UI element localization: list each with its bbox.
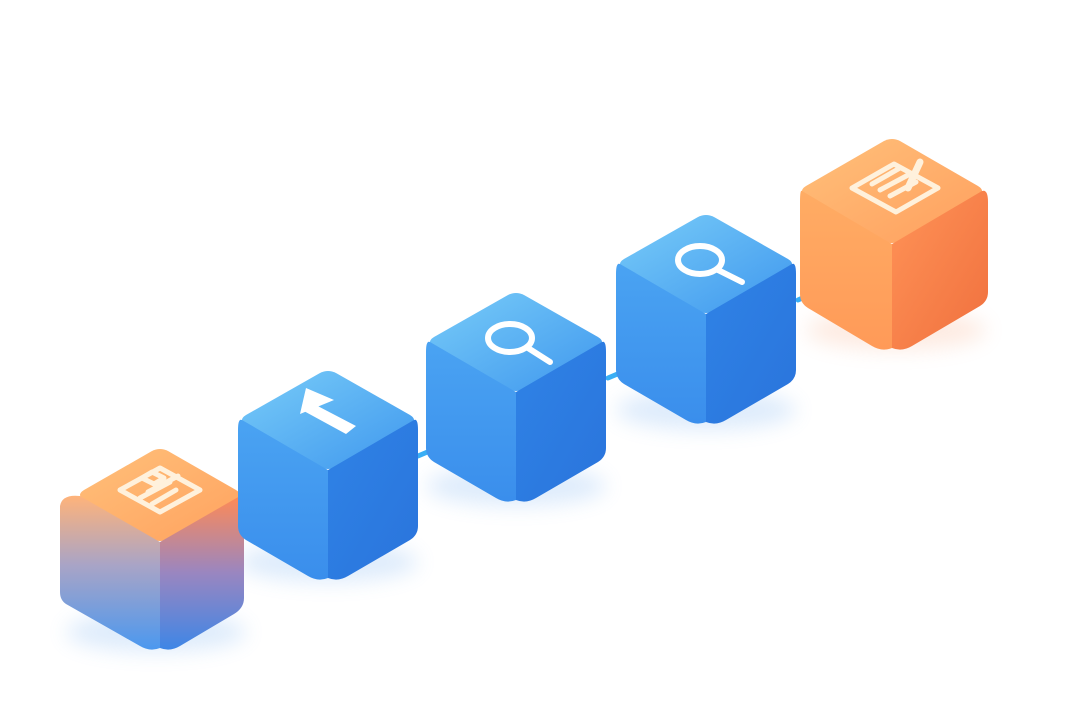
cube-top-face — [620, 215, 792, 313]
cube-left-face — [60, 495, 160, 650]
step-cube-4 — [616, 215, 796, 424]
cube-right-face — [892, 190, 988, 350]
cube-right-face — [516, 341, 606, 502]
clipboard-icon — [117, 465, 203, 515]
cube-right-face — [160, 495, 244, 650]
cube-left-face — [238, 419, 328, 580]
cube-left-face — [800, 190, 892, 350]
cube-top-face — [430, 293, 602, 391]
arrow-up-icon — [300, 388, 356, 434]
cube-top-face — [802, 139, 982, 243]
step-cube-3 — [426, 293, 606, 502]
checklist-edit-icon — [849, 158, 941, 215]
step-cube-5 — [800, 139, 988, 350]
cube-right-face — [706, 263, 796, 424]
cube-left-face — [616, 263, 706, 424]
cube-left-face — [426, 341, 516, 502]
magnifier-icon — [675, 243, 745, 285]
magnifier-icon — [485, 321, 553, 365]
cube-right-face — [328, 419, 418, 580]
cube-top-face — [80, 449, 240, 541]
step-cube-1 — [60, 449, 244, 650]
step-cube-2 — [238, 371, 418, 580]
